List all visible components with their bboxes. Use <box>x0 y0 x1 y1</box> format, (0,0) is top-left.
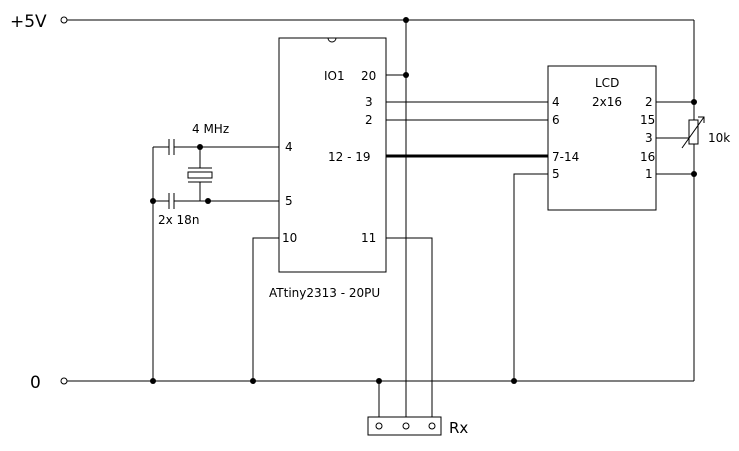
vcc-terminal <box>60 16 68 24</box>
lcd-pin-6: 6 <box>552 113 560 127</box>
signal-wires <box>252 20 694 420</box>
vcc-label: +5V <box>10 12 47 32</box>
lcd-pin-2: 2 <box>645 95 653 109</box>
capacitor-label: 2x 18n <box>158 213 199 227</box>
mcu-pin-2: 2 <box>365 113 373 127</box>
gnd-label: 0 <box>30 373 41 393</box>
lcd-pin-7-14: 7-14 <box>552 150 579 164</box>
vcc-rail: +5V <box>10 12 695 102</box>
connector-label: Rx <box>449 419 468 437</box>
lcd-pin-16: 16 <box>640 150 655 164</box>
potentiometer: 10k <box>656 102 730 174</box>
connector-pin-gnd <box>375 422 383 430</box>
junctions <box>150 17 697 384</box>
potentiometer-label: 10k <box>708 131 730 145</box>
mcu-notch <box>327 37 337 43</box>
lcd-body <box>547 65 657 211</box>
junction-dot <box>403 72 409 78</box>
lcd-pin-1: 1 <box>645 167 653 181</box>
potentiometer-arrow <box>681 116 705 149</box>
junction-dot <box>250 378 256 384</box>
lcd-pin-4: 4 <box>552 95 560 109</box>
mcu-pin-3: 3 <box>365 95 373 109</box>
mcu-ref: IO1 <box>324 69 345 83</box>
junction-dot <box>205 198 211 204</box>
junction-dot <box>691 171 697 177</box>
crystal-label: 4 MHz <box>192 122 229 136</box>
lcd-pin-3: 3 <box>645 131 653 145</box>
junction-dot <box>511 378 517 384</box>
mcu-pin-5: 5 <box>285 194 293 208</box>
mcu-ic: IO1 20 3 2 12 - 19 4 5 10 11 ATtiny2313 … <box>269 37 387 300</box>
gnd-terminal <box>60 377 68 385</box>
rx-connector: Rx <box>367 416 468 437</box>
mcu-pin-4: 4 <box>285 140 293 154</box>
junction-dot <box>197 144 203 150</box>
junction-dot <box>150 198 156 204</box>
mcu-pin-11: 11 <box>361 231 376 245</box>
mcu-pin-12-19: 12 - 19 <box>328 150 371 164</box>
lcd-pin-15: 15 <box>640 113 655 127</box>
connector-pin-vcc <box>402 422 410 430</box>
lcd-ref: LCD <box>595 76 619 90</box>
lcd-module: LCD 2x16 4 6 7-14 5 2 15 3 16 1 <box>547 65 657 211</box>
connector-pin-signal <box>428 422 436 430</box>
mcu-pin-10: 10 <box>282 231 297 245</box>
mcu-part-number: ATtiny2313 - 20PU <box>269 286 380 300</box>
junction-dot <box>403 17 409 23</box>
junction-dot <box>376 378 382 384</box>
mcu-pin-20: 20 <box>361 69 376 83</box>
oscillator: 4 MHz 2x 18n <box>152 122 279 381</box>
lcd-type: 2x16 <box>592 95 622 109</box>
mcu-body <box>278 37 387 273</box>
junction-dot <box>691 99 697 105</box>
junction-dot <box>150 378 156 384</box>
crystal-symbol <box>187 171 213 179</box>
lcd-pin-5: 5 <box>552 167 560 181</box>
